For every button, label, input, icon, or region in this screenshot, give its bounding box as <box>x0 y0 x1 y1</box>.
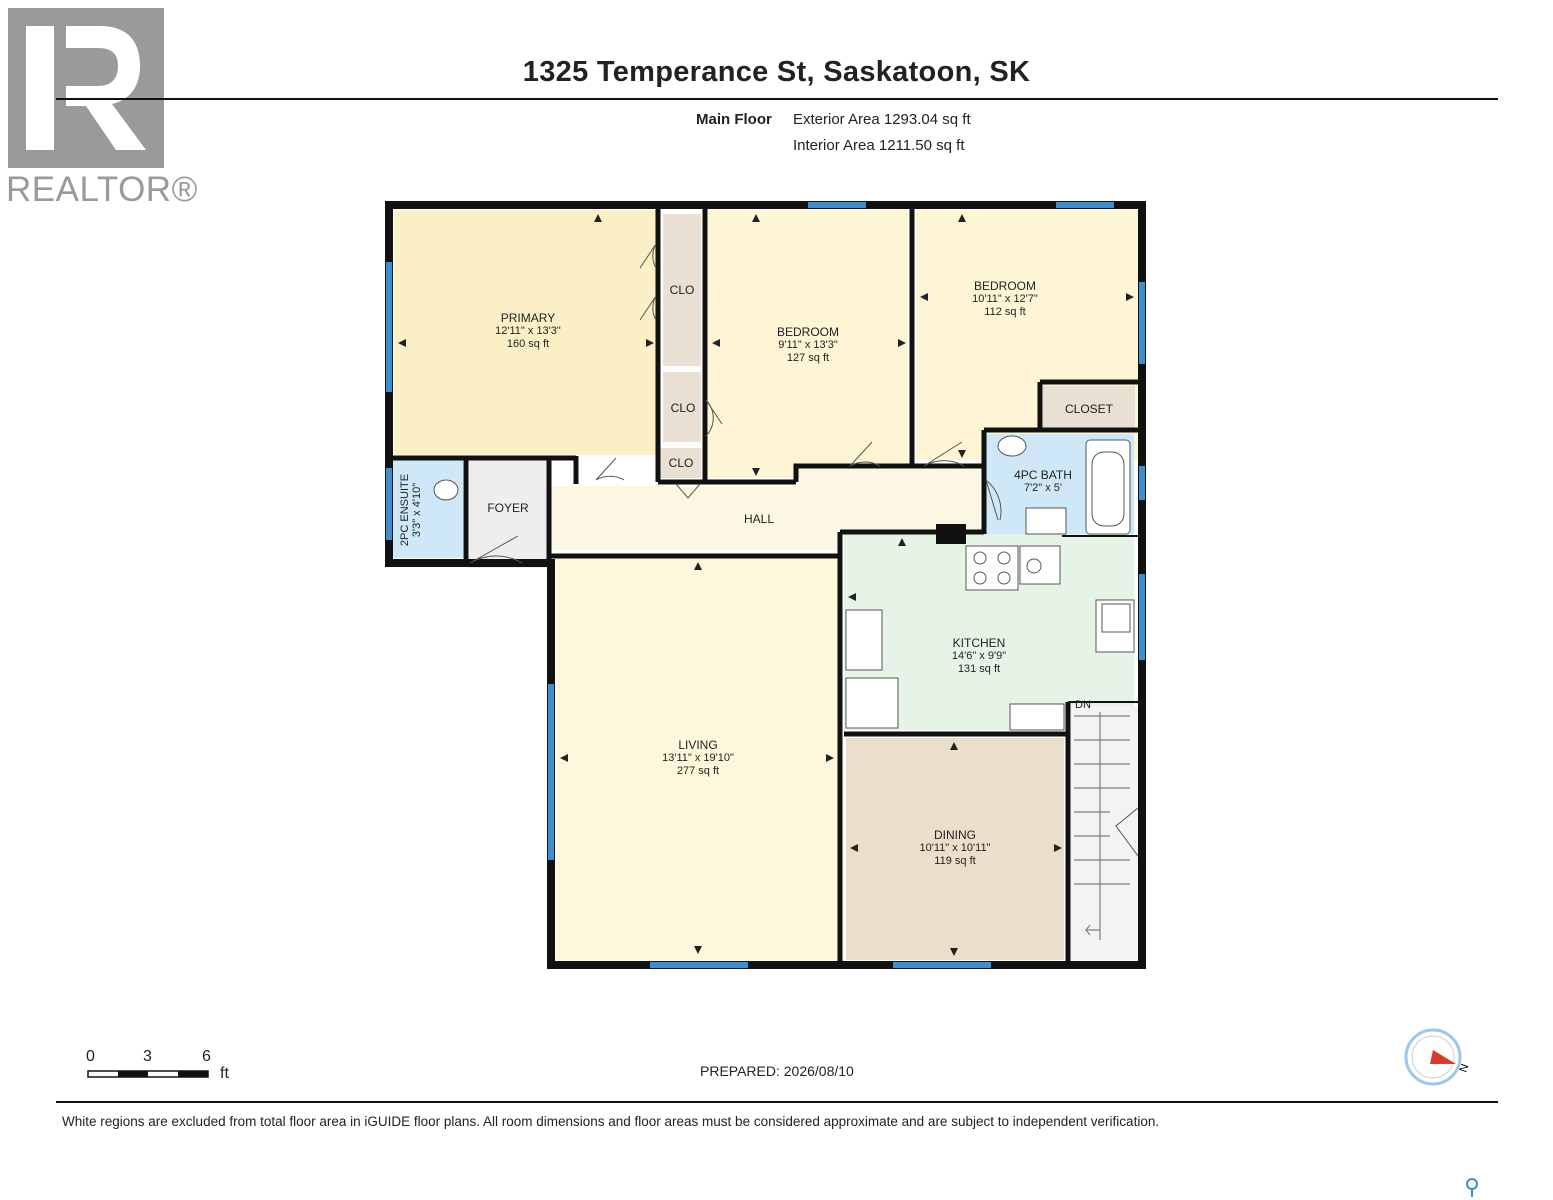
stair-treads <box>1074 712 1130 940</box>
bath-4pc-name: 4PC BATH <box>1014 468 1072 482</box>
scale-bar <box>87 1070 209 1078</box>
hall-label: HALL <box>744 512 774 526</box>
scale-tick-6: 6 <box>202 1048 211 1065</box>
dining-name: DINING <box>934 828 976 842</box>
exterior-area: Exterior Area 1293.04 sq ft <box>793 111 971 128</box>
room-stairs <box>1068 706 1138 960</box>
room-primary <box>394 210 656 455</box>
clo-1-label: CLO <box>670 283 695 297</box>
clo-3-label: CLO <box>669 456 694 470</box>
clo-2-label: CLO <box>671 401 696 415</box>
room-closet <box>1043 386 1135 428</box>
bedroom-middle-name: BEDROOM <box>777 325 839 339</box>
bedroom-right-name: BEDROOM <box>974 279 1036 293</box>
room-clo-3 <box>660 448 701 478</box>
map-pin-icon[interactable] <box>1466 1178 1478 1197</box>
kitchen-dims: 14'6" x 9'9" <box>952 650 1006 662</box>
doors <box>469 243 1139 857</box>
bottom-rule <box>56 1101 1498 1103</box>
compass-icon <box>1404 1028 1462 1086</box>
floor-label: Main Floor <box>696 111 772 128</box>
kitchen-area: 131 sq ft <box>958 663 1000 675</box>
ensuite-name: 2PC ENSUITE <box>399 474 411 546</box>
page-title: 1325 Temperance St, Saskatoon, SK <box>522 56 1031 88</box>
interior-walls <box>389 208 1140 965</box>
primary-area: 160 sq ft <box>507 338 549 350</box>
room-foyer <box>469 460 549 568</box>
realtor-logo <box>8 8 164 168</box>
bath-4pc-dims: 7'2" x 5' <box>1024 482 1062 494</box>
bedroom-right-area: 112 sq ft <box>984 306 1025 318</box>
room-clo-1 <box>663 214 701 366</box>
windows <box>386 202 1145 968</box>
foyer-label: FOYER <box>487 501 529 515</box>
exterior-walls <box>385 201 1146 969</box>
living-dims: 13'11" x 19'10" <box>662 752 734 764</box>
living-name: LIVING <box>678 738 717 752</box>
room-bedroom-middle <box>708 210 908 478</box>
ensuite-dims: 3'3" x 4'10" <box>411 483 423 537</box>
scale-unit: ft <box>220 1065 229 1082</box>
room-living <box>556 558 838 960</box>
primary-name: PRIMARY <box>501 311 555 325</box>
room-dining <box>846 738 1064 960</box>
dining-dims: 10'11" x 10'11" <box>920 842 991 854</box>
room-clo-2 <box>663 372 701 442</box>
stairs-down-label: DN <box>1075 699 1091 711</box>
disclaimer: White regions are excluded from total fl… <box>62 1114 1160 1129</box>
interior-area: Interior Area 1211.50 sq ft <box>793 137 965 154</box>
scale-tick-0: 0 <box>86 1048 95 1065</box>
bedroom-middle-dims: 9'11" x 13'3" <box>778 339 838 351</box>
room-2pc-ensuite <box>393 460 463 558</box>
living-area: 277 sq ft <box>677 765 719 777</box>
top-rule <box>56 98 1498 100</box>
closet-label: CLOSET <box>1065 402 1114 416</box>
bedroom-right-dims: 10'11" x 12'7" <box>972 293 1038 305</box>
compass-north-label: N <box>1458 1062 1472 1074</box>
realtor-wordmark: REALTOR® <box>6 170 198 209</box>
dining-area: 119 sq ft <box>934 855 975 867</box>
scale-tick-3: 3 <box>143 1048 152 1065</box>
prepared-date: PREPARED: 2026/08/10 <box>700 1063 854 1079</box>
fixtures <box>433 435 1135 731</box>
realtor-r-mark-icon <box>8 8 164 168</box>
dimension-arrows <box>398 214 1134 956</box>
kitchen-name: KITCHEN <box>953 636 1006 650</box>
primary-dims: 12'11" x 13'3" <box>495 325 561 337</box>
bedroom-middle-area: 127 sq ft <box>787 352 829 364</box>
